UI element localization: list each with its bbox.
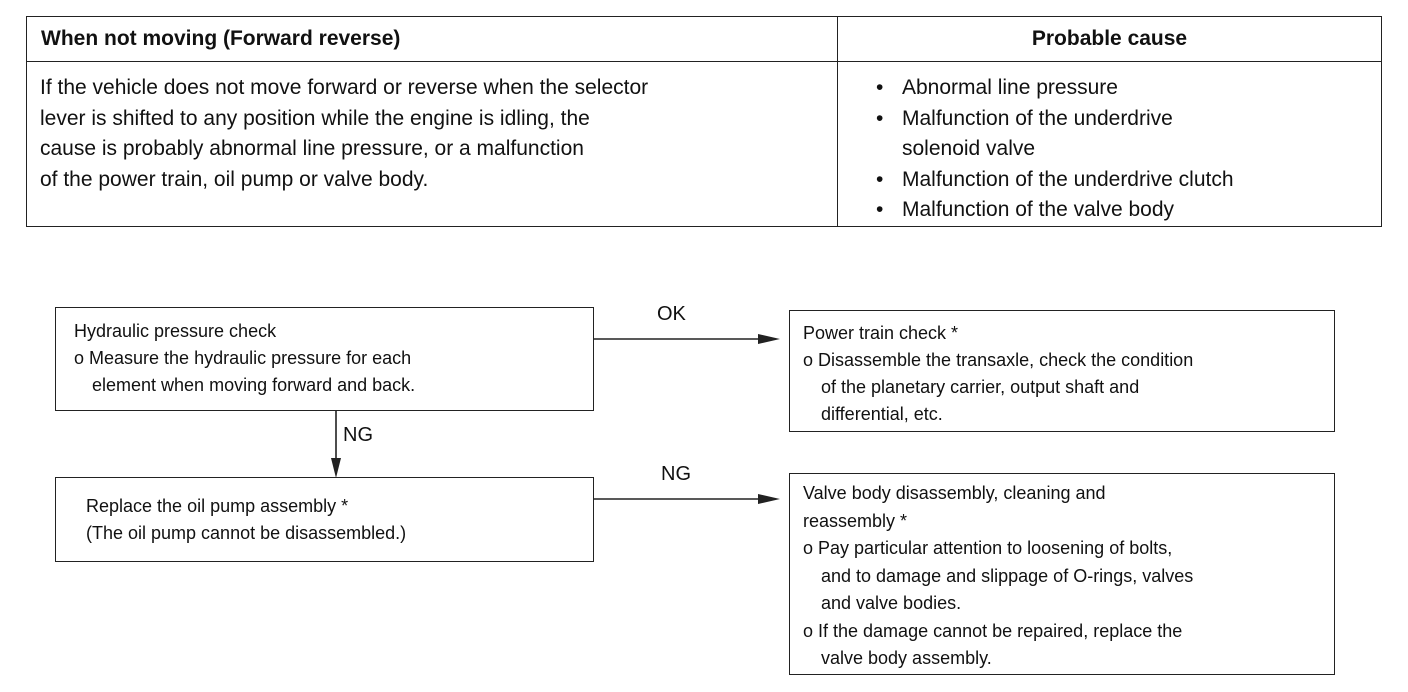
box-title: Replace the oil pump assembly * (86, 496, 349, 516)
oil-pump-replace-box: Replace the oil pump assembly * (The oil… (55, 477, 594, 562)
box-line: valve body assembly. (821, 648, 992, 668)
condition-description: If the vehicle does not move forward or … (40, 73, 820, 195)
box-title: reassembly * (803, 510, 908, 531)
cause-item-text: Malfunction of the underdrive (902, 106, 1173, 130)
ok-arrowhead (758, 334, 780, 344)
box-line: o Pay particular attention to loosening … (803, 538, 1173, 558)
box-line: o Measure the hydraulic pressure for eac… (74, 348, 412, 368)
cause-item: Malfunction of the underdrive clutch (876, 165, 1234, 196)
box-line: o If the damage cannot be repaired, repl… (803, 620, 1183, 641)
symptom-table: When not moving (Forward reverse) Probab… (26, 16, 1382, 227)
cause-item-text: Abnormal line pressure (902, 76, 1118, 99)
table-header-divider (27, 61, 1381, 62)
box-line: and to damage and slippage of O-rings, v… (821, 565, 1194, 586)
box-line: of the planetary carrier, output shaft a… (821, 377, 1140, 397)
ng-right-arrowhead (758, 494, 780, 504)
probable-cause-list: Abnormal line pressure Malfunction of th… (876, 73, 1234, 226)
box-title: Power train check * (803, 323, 959, 343)
box-line: differential, etc. (821, 404, 943, 424)
cause-item: Malfunction of the underdrive solenoid va… (876, 104, 1234, 165)
ng-label-down: NG (343, 424, 373, 446)
box-title: Hydraulic pressure check (74, 321, 277, 341)
box-line: element when moving forward and back. (92, 375, 416, 395)
cause-item: Malfunction of the valve body (876, 195, 1234, 226)
cause-item-text: Malfunction of the valve body (902, 198, 1174, 221)
box-line: and valve bodies. (821, 593, 962, 613)
condition-line: cause is probably abnormal line pressure… (40, 137, 584, 160)
cause-item: Abnormal line pressure (876, 73, 1234, 104)
ok-label: OK (657, 303, 686, 325)
cause-item-text: Malfunction of the underdrive clutch (902, 167, 1234, 191)
ng-label-right: NG (661, 463, 691, 485)
box-title: Valve body disassembly, cleaning and (803, 483, 1106, 503)
power-train-check-box: Power train check * o Disassemble the tr… (789, 310, 1335, 432)
condition-line: lever is shifted to any position while t… (40, 106, 590, 130)
box-line: (The oil pump cannot be disassembled.) (86, 523, 407, 543)
header-probable-cause: Probable cause (1031, 27, 1188, 50)
condition-line: If the vehicle does not move forward or … (40, 76, 649, 99)
condition-line: of the power train, oil pump or valve bo… (40, 167, 429, 191)
cause-item-text: solenoid valve (902, 137, 1036, 160)
valve-body-disassembly-box: Valve body disassembly, cleaning and rea… (789, 473, 1335, 675)
ng-down-arrowhead (331, 458, 341, 478)
header-condition: When not moving (Forward reverse) (41, 27, 401, 50)
hydraulic-pressure-check-box: Hydraulic pressure check o Measure the h… (55, 307, 594, 411)
table-column-divider (837, 17, 838, 226)
box-line: o Disassemble the transaxle, check the c… (803, 350, 1194, 370)
